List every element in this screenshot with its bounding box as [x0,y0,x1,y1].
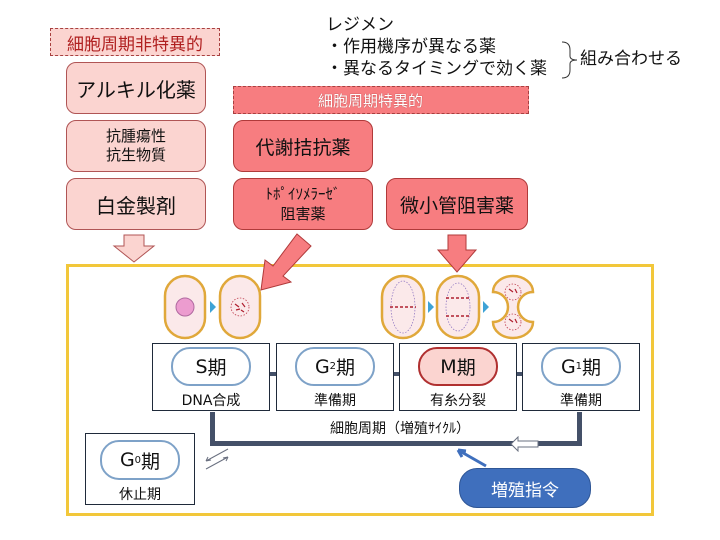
arrow-diagonal-icon [260,233,312,291]
play-icon [210,301,216,313]
cell-telophase [491,274,535,340]
drug-alkylating: アルキル化薬 [66,62,206,114]
regimen-item: ・異なるタイミングで効く薬 [326,59,547,79]
play-icon [483,301,489,313]
combine-label: 組み合わせる [580,49,682,69]
brace-icon [561,41,578,79]
cell-prophase [218,274,262,340]
drug-topoisomerase-inhibitor: ﾄﾎﾟｲｿﾒﾗｰｾﾞ 阻害薬 [233,178,373,230]
proliferation-signal: 増殖指令 [459,468,591,508]
regimen-title: レジメン [326,15,394,35]
cycle-connector [516,372,524,376]
nonspecific-label: 細胞周期非特異的 [50,28,220,56]
phase-desc: 休止期 [119,487,161,503]
specific-label: 細胞周期特異的 [233,86,529,114]
arrow-down-icon [436,234,478,273]
cell-interphase [163,274,207,340]
arrow-left-icon [510,436,539,452]
drug-microtubule-inhibitor: 微小管阻害薬 [386,178,528,230]
cycle-label: 細胞周期（増殖ｻｲｸﾙ） [330,421,470,437]
play-icon [428,301,434,313]
drug-platinum: 白金製剤 [66,178,206,230]
regimen-item: ・作用機序が異なる薬 [326,37,496,57]
cycle-connector [393,372,401,376]
cell-cycle-frame [66,264,654,516]
phase-desc: 準備期 [314,393,356,409]
cycle-line-bottom [210,441,582,446]
phase-desc: DNA合成 [181,393,241,409]
phase-desc: 有糸分裂 [430,393,486,409]
cycle-line-left [210,412,215,446]
drug-antimetabolite: 代謝拮抗薬 [233,120,373,172]
regimen-block: レジメン ・作用機序が異なる薬 ・異なるタイミングで効く薬 [326,14,586,80]
arrow-down-icon [112,234,156,263]
drug-antitumor-antibiotic: 抗腫瘍性 抗生物質 [66,120,206,172]
phase-desc: 準備期 [560,393,602,409]
bidirectional-arrow-icon [205,448,229,470]
arrow-up-left-icon [456,448,487,468]
cycle-connector [270,372,278,376]
cell-anaphase [435,274,481,340]
cell-illustrations [163,274,535,340]
cycle-line-right [577,412,582,446]
cell-metaphase [380,274,426,340]
